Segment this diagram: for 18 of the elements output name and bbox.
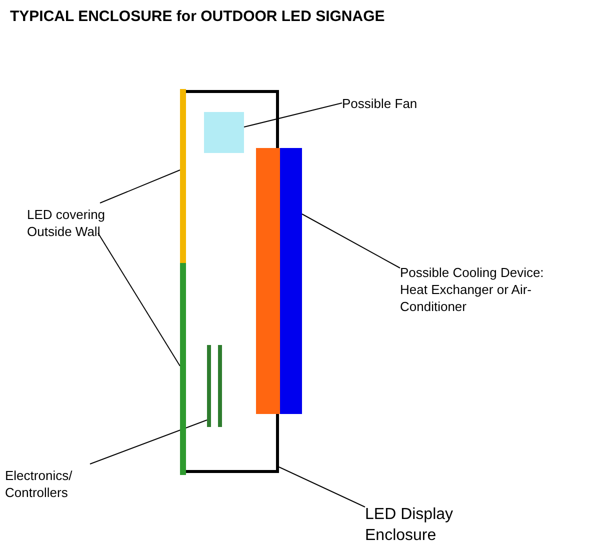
- led-strip: [180, 263, 186, 475]
- cooling-device-bar: [280, 148, 302, 414]
- circuit-board: [218, 345, 222, 427]
- fan-block: [204, 112, 244, 153]
- led-strip: [180, 89, 186, 264]
- circuit-board: [207, 345, 211, 427]
- leader-line: [90, 420, 208, 464]
- title: TYPICAL ENCLOSURE for OUTDOOR LED SIGNAGE: [10, 8, 385, 25]
- leader-line: [302, 214, 400, 268]
- leader-line: [98, 232, 180, 366]
- callout-label: Possible Cooling Device: Heat Exchanger or Air-Conditioner: [400, 264, 560, 315]
- callout-label: LED covering Outside Wall: [27, 206, 122, 240]
- leader-line: [278, 466, 366, 508]
- leader-line: [244, 102, 342, 128]
- callout-label: Possible Fan: [342, 95, 452, 112]
- callout-label: Electronics/ Controllers: [5, 467, 90, 501]
- callout-label: LED Display Enclosure: [365, 504, 480, 546]
- leader-line: [100, 170, 180, 204]
